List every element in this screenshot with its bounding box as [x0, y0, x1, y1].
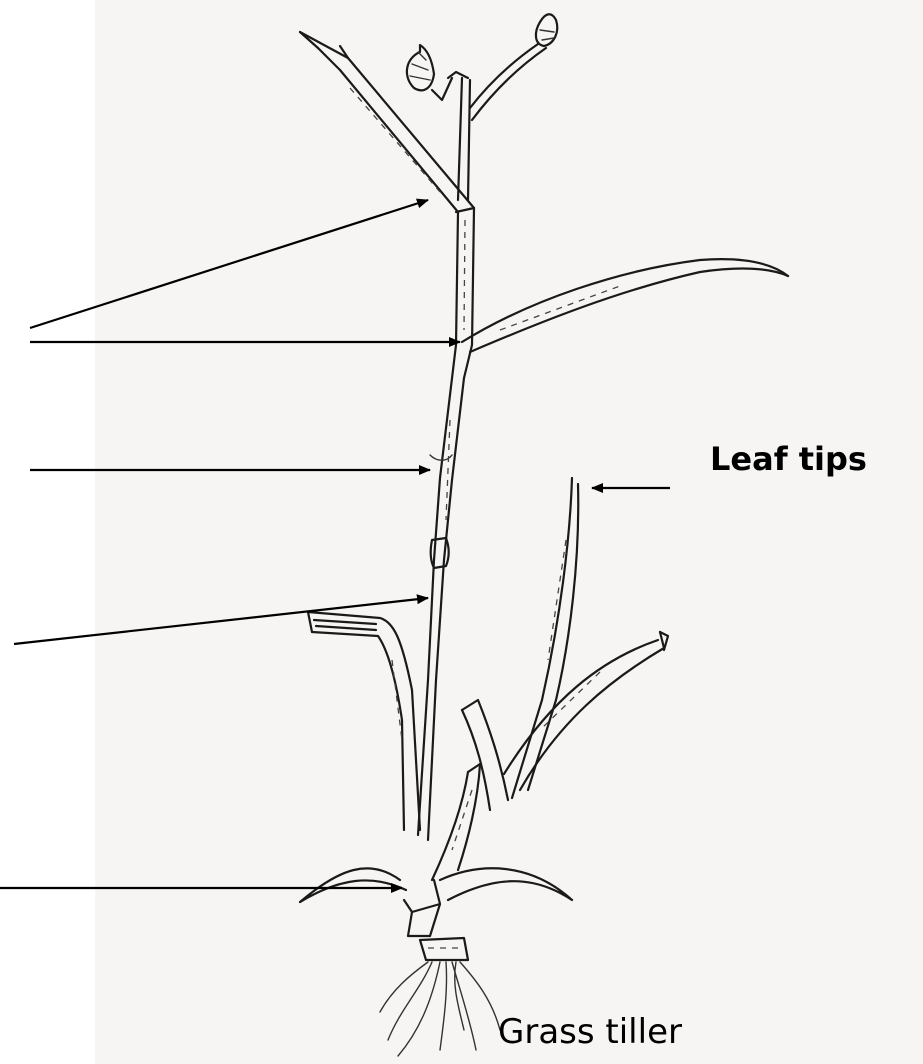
flag-leaf	[300, 32, 474, 212]
cut-tillers	[432, 700, 508, 880]
main-stem	[418, 208, 474, 840]
leaf-tips-label: Leaf tips	[710, 440, 867, 478]
left-leaf	[308, 612, 420, 830]
seed-heads	[407, 14, 557, 200]
second-leaf	[462, 259, 788, 352]
right-leaf	[504, 632, 668, 790]
roots	[380, 962, 500, 1056]
pointer-arrows	[0, 200, 670, 888]
arrow-sheath	[14, 598, 428, 644]
base-leaves	[300, 868, 572, 960]
figure-caption: Grass tiller	[498, 1012, 682, 1052]
arrow-node-upper	[30, 200, 428, 328]
